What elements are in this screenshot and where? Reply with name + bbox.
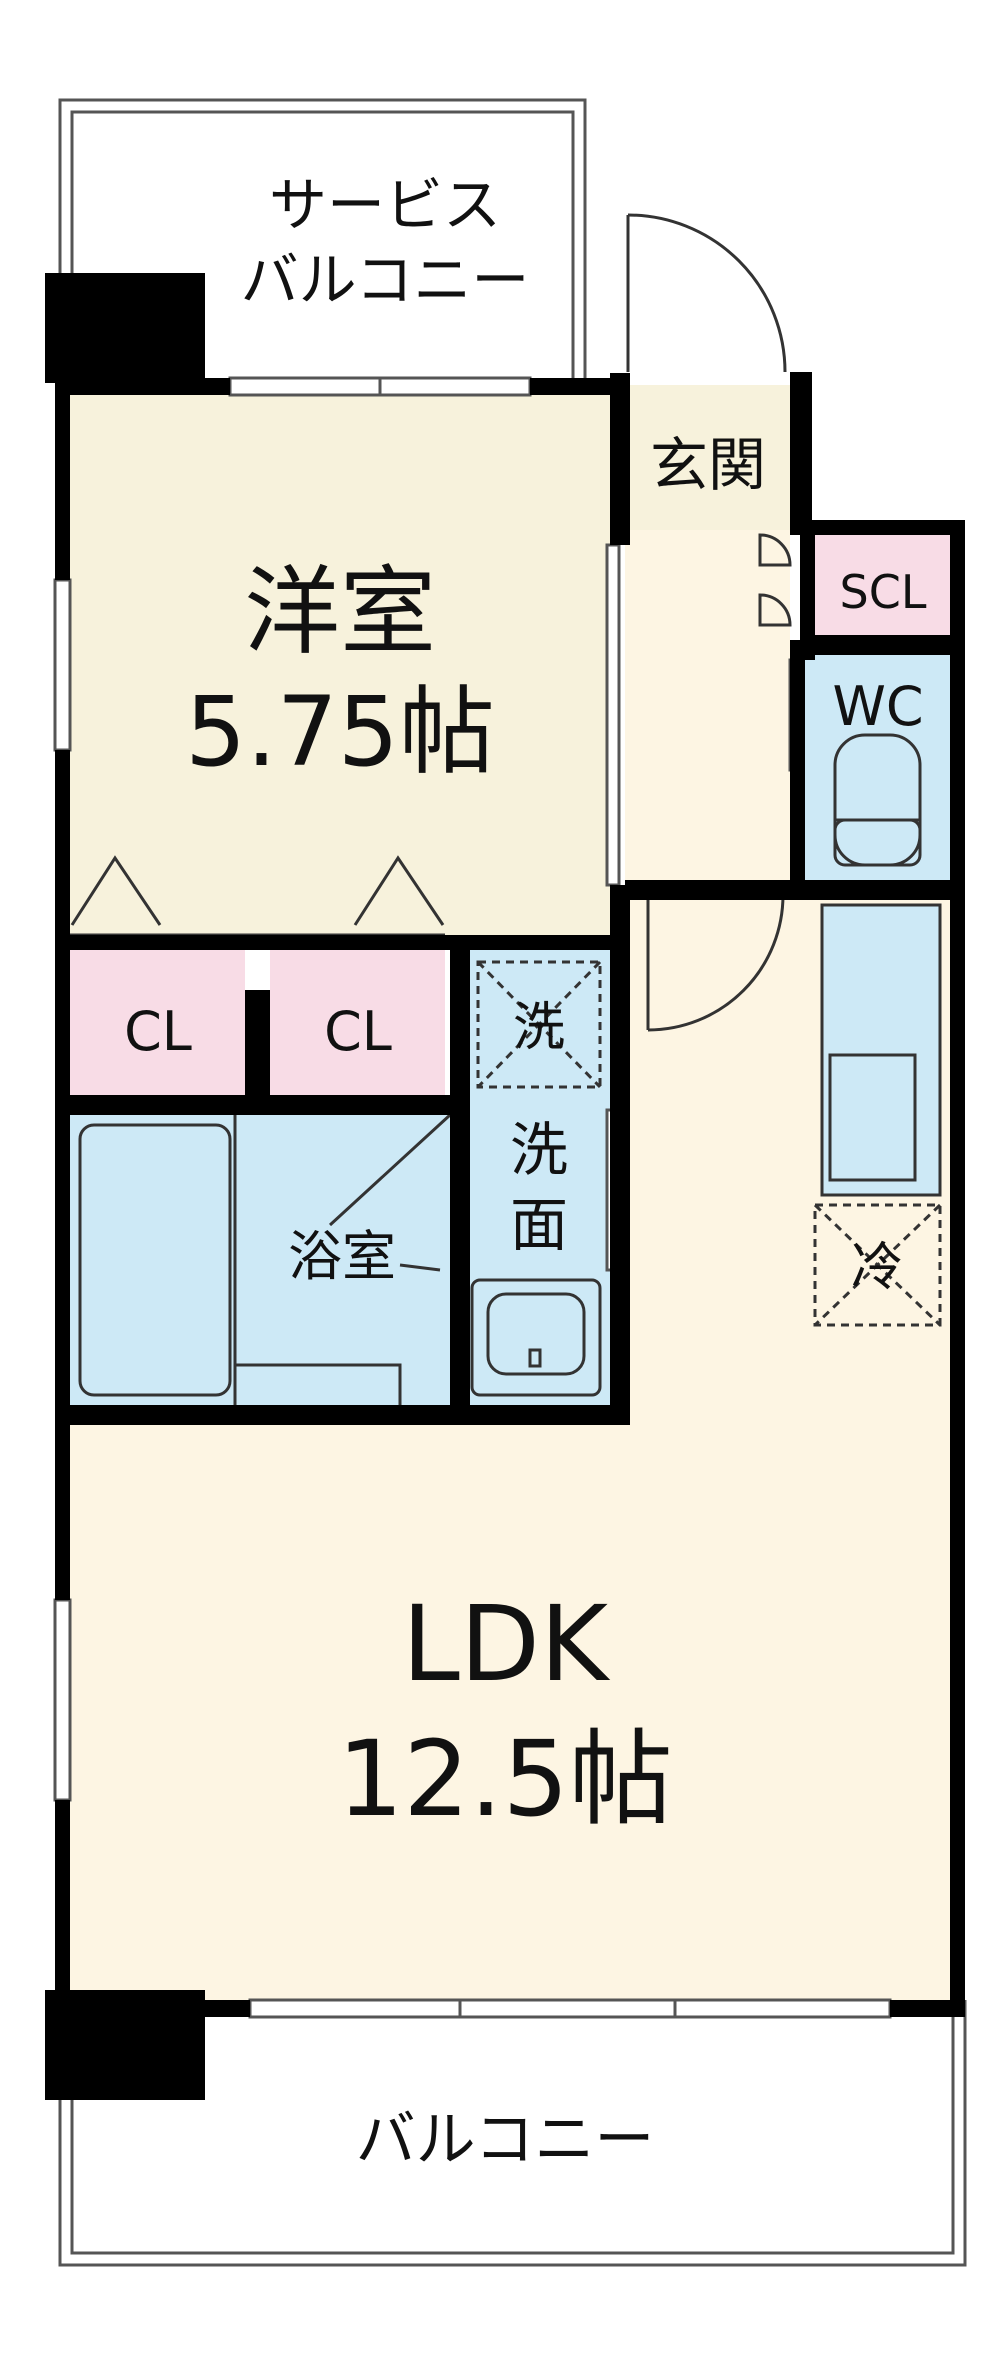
closet-right-floor bbox=[270, 950, 445, 1095]
washer-space-label: 洗 bbox=[513, 998, 565, 1058]
ldk-name: LDK bbox=[402, 1583, 611, 1705]
service-balcony-outline bbox=[58, 98, 587, 378]
walls bbox=[45, 273, 965, 2100]
closet-left-label: CL bbox=[124, 1000, 192, 1063]
bathtub bbox=[78, 1123, 232, 1397]
washroom-label-line2: 面 bbox=[510, 1191, 568, 1259]
hallway-floor bbox=[625, 530, 790, 880]
fixtures bbox=[70, 213, 942, 1405]
window-western-left bbox=[53, 578, 72, 752]
entrance-label: 玄関 bbox=[650, 431, 766, 499]
western-room-name: 洋室 bbox=[244, 556, 436, 668]
closet-right-label: CL bbox=[324, 1000, 392, 1063]
window-western-right bbox=[605, 543, 621, 887]
wc-label: WC bbox=[832, 675, 923, 738]
closet-left-floor bbox=[70, 950, 245, 1095]
washroom-label-line1: 洗 bbox=[510, 1116, 568, 1184]
fridge-space-label: 冷 bbox=[851, 1238, 903, 1298]
washer-space bbox=[476, 960, 602, 1089]
balcony-label: バルコニー bbox=[356, 2105, 655, 2175]
bathroom-label: 浴室 bbox=[288, 1225, 396, 1288]
ldk-size: 12.5帖 bbox=[337, 1718, 673, 1840]
scl-floor bbox=[815, 535, 950, 635]
ldk-floor bbox=[70, 880, 950, 2000]
western-room-size: 5.75帖 bbox=[185, 676, 495, 788]
window-ldk-left bbox=[53, 1598, 72, 1802]
bathroom-floor bbox=[70, 1115, 450, 1405]
toilet bbox=[833, 733, 922, 867]
wash-basin bbox=[470, 1278, 602, 1397]
fridge-space bbox=[813, 1203, 942, 1327]
balcony-outline bbox=[58, 2000, 967, 2267]
window-ldk-bottom bbox=[248, 1998, 892, 2019]
western-room-floor bbox=[70, 395, 610, 935]
closet-door-left bbox=[70, 855, 162, 926]
service-balcony-label-line2: バルコニー bbox=[241, 246, 530, 314]
closet-door-right bbox=[353, 855, 445, 926]
wc-floor bbox=[805, 655, 950, 880]
kitchen-counter bbox=[820, 903, 942, 1197]
floors bbox=[70, 385, 950, 2000]
kitchen-sink bbox=[828, 1053, 917, 1182]
entrance-floor bbox=[625, 385, 805, 530]
scl-label: SCL bbox=[840, 565, 927, 619]
service-balcony-label-line1: サービス bbox=[269, 171, 501, 239]
